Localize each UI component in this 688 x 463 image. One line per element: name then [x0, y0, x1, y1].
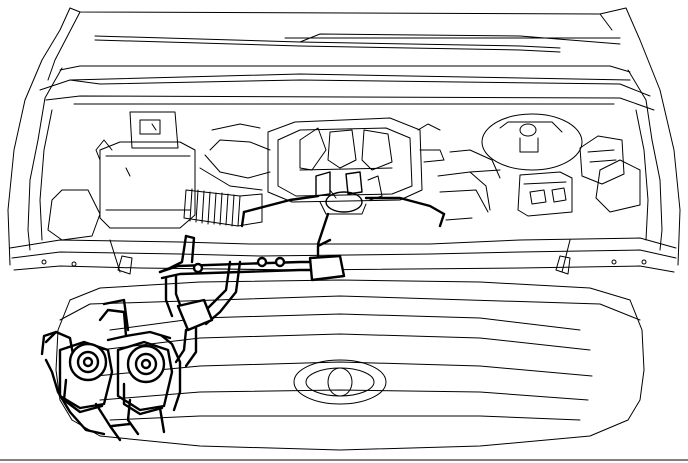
- air-injection-pump-right: [106, 330, 182, 436]
- air-cleaner-box: [95, 111, 196, 229]
- engine-cover: [199, 117, 445, 203]
- battery: [517, 171, 573, 217]
- fender-right: [595, 109, 663, 251]
- radiator-support: [9, 237, 677, 275]
- cowl: [37, 65, 655, 141]
- emblem: [293, 359, 387, 405]
- brake-master-cylinder: [481, 113, 583, 171]
- air-injection-pipe-main: [158, 234, 346, 368]
- pump-bracket: [40, 298, 166, 442]
- air-switching-valve: [315, 171, 383, 215]
- fuse-and-relay-area: [437, 135, 625, 221]
- air-intake-hose: [183, 188, 263, 227]
- windshield: [94, 33, 621, 53]
- hood: [7, 7, 681, 266]
- air-injection-hose: [240, 194, 446, 246]
- front-grille: [0, 279, 688, 461]
- fender-left: [27, 109, 101, 251]
- air-injection-pump-left: [44, 308, 128, 436]
